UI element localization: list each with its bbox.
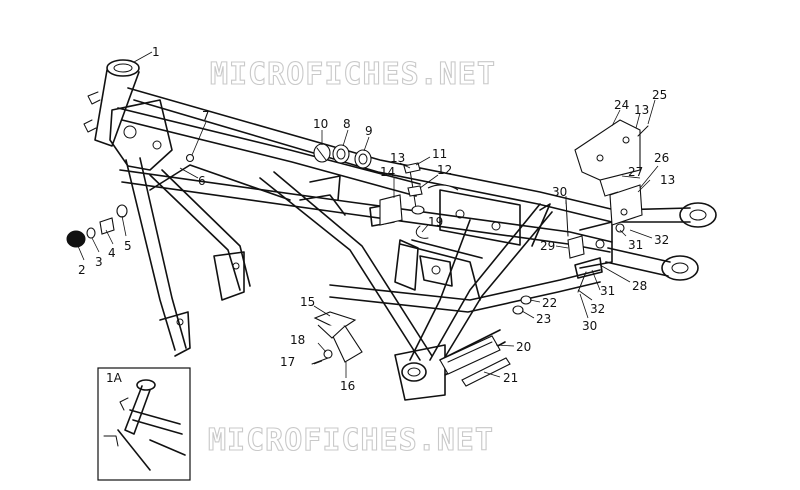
callout-13b: 13 <box>634 103 649 117</box>
main-frame <box>83 59 717 401</box>
callout-31b: 31 <box>600 284 615 298</box>
callout-6: 6 <box>198 174 206 188</box>
callout-numbers: 1 2 3 4 5 6 7 8 9 10 11 12 13 14 15 16 1… <box>78 45 675 393</box>
leader-lines <box>77 51 659 378</box>
callout-28: 28 <box>632 279 647 293</box>
crossmember-fasteners <box>379 162 459 226</box>
side-plate-20 <box>439 335 511 387</box>
watermark-top: MICROFICHES.NET <box>210 57 496 92</box>
callout-8: 8 <box>343 117 351 131</box>
rear-bracket-24 <box>574 119 649 197</box>
rear-fasteners <box>565 199 625 293</box>
watermark-bottom: MICROFICHES.NET <box>208 423 494 458</box>
callout-30: 30 <box>552 185 567 199</box>
callout-23: 23 <box>536 312 551 326</box>
callout-27: 27 <box>628 165 643 179</box>
callout-13c: 13 <box>660 173 675 187</box>
callout-13: 13 <box>390 151 405 165</box>
callout-12: 12 <box>437 163 452 177</box>
callout-4: 4 <box>108 246 116 260</box>
callout-21: 21 <box>503 371 518 385</box>
callout-16: 16 <box>340 379 355 393</box>
callout-20: 20 <box>516 340 531 354</box>
callout-5: 5 <box>124 239 132 253</box>
steering-stop-parts <box>66 204 128 248</box>
callout-22: 22 <box>542 296 557 310</box>
callout-25: 25 <box>652 88 667 102</box>
rear-plate-26 <box>609 184 643 226</box>
callout-32: 32 <box>654 233 669 247</box>
callout-1: 1 <box>152 45 160 59</box>
callout-31: 31 <box>628 238 643 252</box>
callout-9: 9 <box>365 124 373 138</box>
hook-19 <box>415 225 429 239</box>
tube-clamps <box>313 143 372 169</box>
bolt-7 <box>185 153 195 163</box>
engine-mount-saddle <box>311 311 363 365</box>
callout-24: 24 <box>614 98 629 112</box>
callout-10: 10 <box>313 117 328 131</box>
nuts-22-23 <box>512 295 532 315</box>
callout-14: 14 <box>380 165 395 179</box>
callout-3: 3 <box>95 255 103 269</box>
callout-15: 15 <box>300 295 315 309</box>
callout-29: 29 <box>540 239 555 253</box>
callout-26: 26 <box>654 151 669 165</box>
callout-7: 7 <box>202 109 210 123</box>
callout-30b: 30 <box>582 319 597 333</box>
callout-2: 2 <box>78 263 86 277</box>
callout-11: 11 <box>432 147 447 161</box>
inset-label: 1A <box>106 371 123 385</box>
callout-18: 18 <box>290 333 305 347</box>
callout-17: 17 <box>280 355 295 369</box>
inset-1a-panel: 1A <box>97 367 191 481</box>
callout-32b: 32 <box>590 302 605 316</box>
callout-19: 19 <box>428 215 443 229</box>
